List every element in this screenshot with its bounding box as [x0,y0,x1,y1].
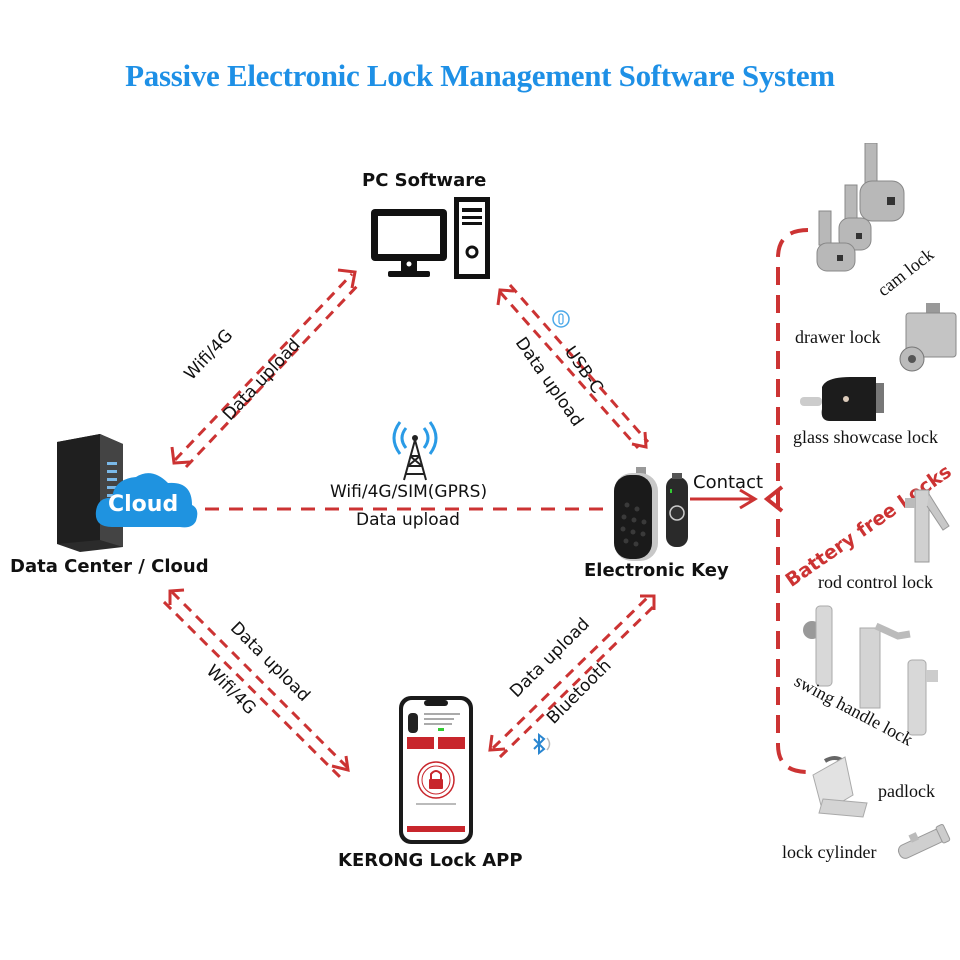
lock-cylinder-image [897,824,951,859]
usb-c-icon [552,310,570,328]
electronic-key-icon [614,467,688,561]
link-cloud-pc-arrow [170,268,362,469]
lock-label-padlock: padlock [878,781,935,801]
lock-label-drawer: drawer lock [795,327,881,347]
data-center-label: Data Center / Cloud [10,556,209,577]
link-cloud-app-arrow [162,588,352,779]
lock-label-cylinder: lock cylinder [782,842,877,862]
cloud-badge-text: Cloud [108,492,179,517]
contact-label: Contact [693,472,764,493]
rod-control-lock-image [905,489,950,563]
link-pc-key-arrow [496,284,650,449]
desktop-computer-icon [371,197,490,279]
link-key-app-arrow [488,594,657,759]
link-cloud-key-label-2: Data upload [356,510,460,530]
glass-showcase-lock-image [800,377,884,421]
lock-label-glass-showcase: glass showcase lock [793,427,938,447]
cam-lock-image [816,143,905,272]
bluetooth-icon [533,733,551,755]
drawer-lock-image [899,303,957,372]
lock-label-rod-control: rod control lock [818,572,933,592]
antenna-tower-icon [392,421,438,481]
link-cloud-key-label-1: Wifi/4G/SIM(GPRS) [330,482,488,502]
cloud-icon [95,473,198,528]
swing-handle-lock-image [803,605,938,736]
page-title: Passive Electronic Lock Management Softw… [125,58,835,93]
locks-bracket [776,228,809,774]
pc-software-label: PC Software [362,170,487,191]
app-label: KERONG Lock APP [338,850,523,871]
smartphone-app-icon [399,696,473,844]
electronic-key-label: Electronic Key [584,560,729,581]
padlock-image [812,756,868,818]
